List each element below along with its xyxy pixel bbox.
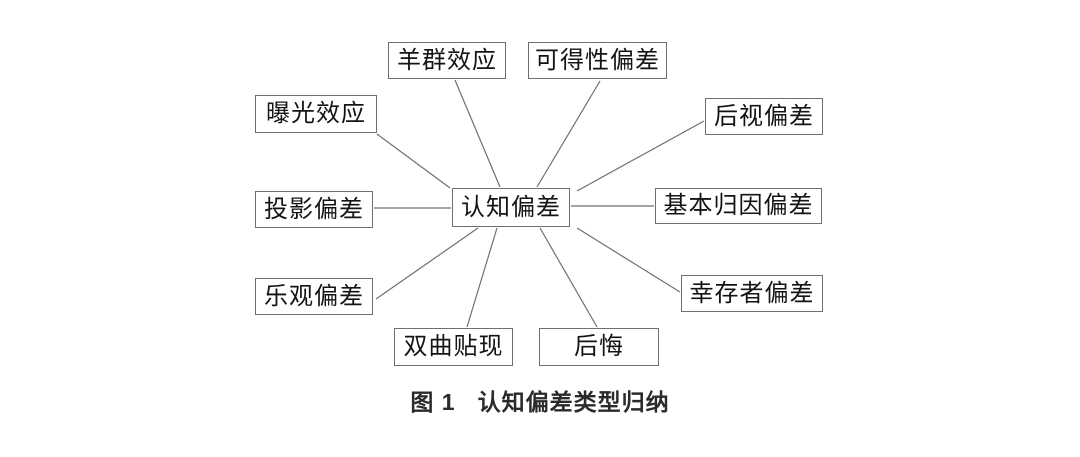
connector-center-to-exposure bbox=[376, 133, 451, 189]
connector-center-to-hindsight bbox=[576, 120, 705, 192]
node-regret: 后悔 bbox=[539, 328, 659, 366]
node-fundamental-attribution-bias: 基本归因偏差 bbox=[655, 188, 822, 224]
node-projection-bias: 投影偏差 bbox=[255, 191, 373, 228]
node-availability-bias: 可得性偏差 bbox=[528, 42, 667, 79]
figure-title: 认知偏差类型归纳 bbox=[477, 389, 670, 415]
node-survivorship-bias: 幸存者偏差 bbox=[681, 275, 823, 312]
connector-center-to-survivorship bbox=[576, 227, 681, 293]
node-optimism-bias: 乐观偏差 bbox=[255, 278, 373, 315]
figure-number: 图 1 bbox=[410, 389, 456, 415]
connector-center-to-herd bbox=[454, 79, 501, 188]
connector-center-to-optimism bbox=[375, 227, 479, 300]
connector-center-to-regret bbox=[539, 227, 598, 328]
node-herd-effect: 羊群效应 bbox=[388, 42, 506, 79]
node-cognitive-bias-center: 认知偏差 bbox=[452, 188, 570, 227]
node-exposure-effect: 曝光效应 bbox=[255, 95, 377, 133]
node-hindsight-bias: 后视偏差 bbox=[705, 98, 823, 135]
figure-caption: 图 1 认知偏差类型归纳 bbox=[0, 383, 1080, 417]
connector-center-to-hyperbolic bbox=[466, 227, 498, 328]
connector-center-to-availability bbox=[536, 80, 601, 188]
node-hyperbolic-discounting: 双曲贴现 bbox=[394, 328, 513, 366]
